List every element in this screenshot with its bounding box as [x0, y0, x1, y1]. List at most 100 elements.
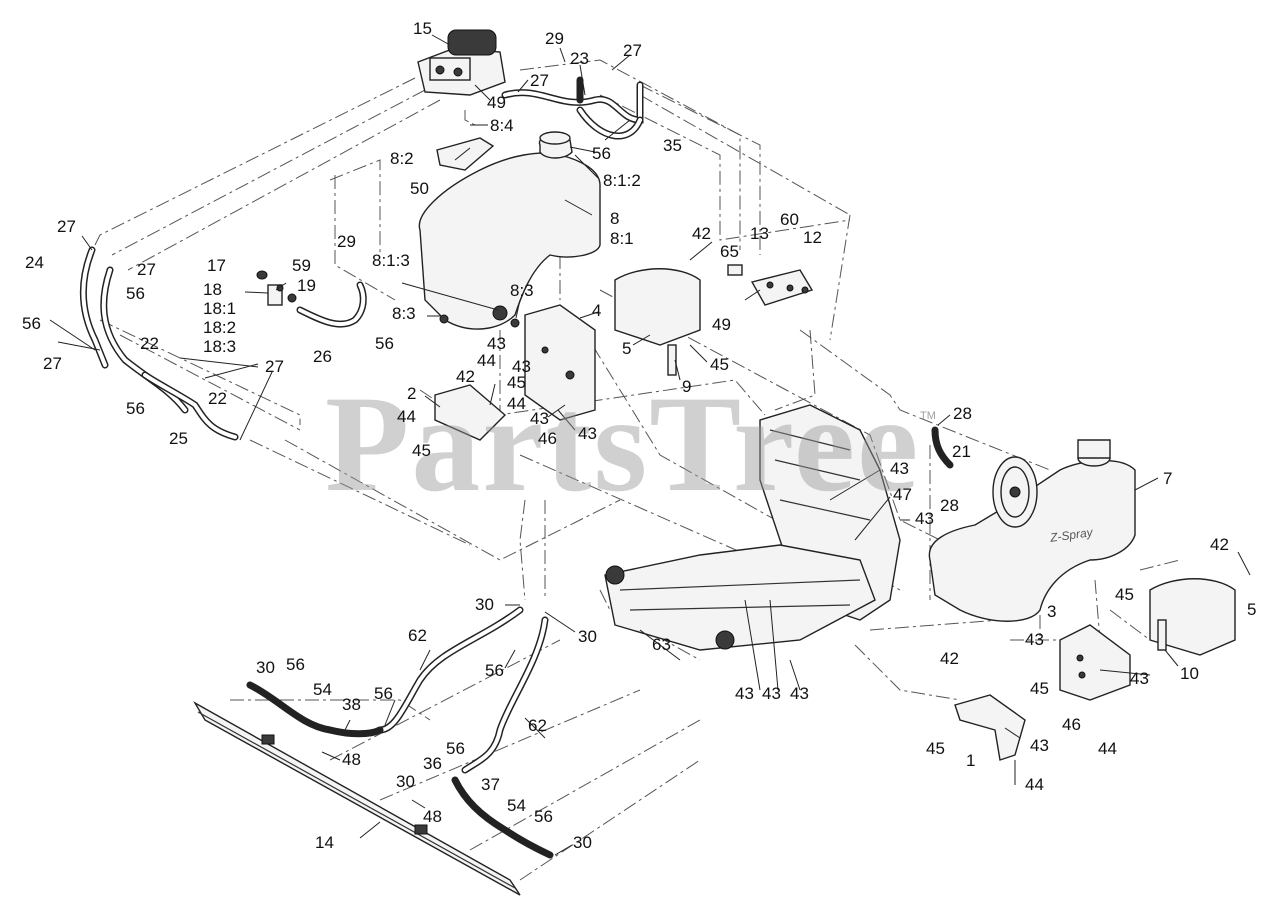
- callout-35[interactable]: 35: [663, 136, 682, 155]
- callout-65[interactable]: 65: [720, 242, 739, 261]
- callout-30[interactable]: 30: [475, 595, 494, 614]
- callout-42[interactable]: 42: [456, 367, 475, 386]
- callout-49[interactable]: 49: [712, 315, 731, 334]
- callout-42[interactable]: 42: [692, 224, 711, 243]
- callout-56[interactable]: 56: [375, 334, 394, 353]
- callout-9[interactable]: 9: [682, 377, 692, 396]
- callout-50[interactable]: 50: [410, 179, 429, 198]
- callout-43[interactable]: 43: [735, 684, 754, 703]
- callout-56[interactable]: 56: [286, 655, 305, 674]
- callout-27[interactable]: 27: [137, 260, 156, 279]
- callout-44[interactable]: 44: [1025, 775, 1044, 794]
- callout-43[interactable]: 43: [512, 357, 531, 376]
- callout-10[interactable]: 10: [1180, 664, 1199, 683]
- callout-14[interactable]: 14: [315, 833, 334, 852]
- callout-56[interactable]: 56: [534, 807, 553, 826]
- callout-13[interactable]: 13: [750, 224, 769, 243]
- callout-62[interactable]: 62: [408, 626, 427, 645]
- callout-44[interactable]: 44: [1098, 739, 1117, 758]
- callout-43[interactable]: 43: [578, 424, 597, 443]
- callout-8-2[interactable]: 8:2: [390, 149, 414, 168]
- callout-43[interactable]: 43: [487, 334, 506, 353]
- callout-42[interactable]: 42: [940, 649, 959, 668]
- callout-26[interactable]: 26: [313, 347, 332, 366]
- callout-25[interactable]: 25: [169, 429, 188, 448]
- callout-56[interactable]: 56: [126, 284, 145, 303]
- callout-62[interactable]: 62: [528, 716, 547, 735]
- callout-18-2[interactable]: 18:2: [203, 318, 237, 337]
- callout-18[interactable]: 18: [203, 280, 222, 299]
- callout-17[interactable]: 17: [207, 256, 226, 275]
- callout-8-3[interactable]: 8:3: [510, 281, 534, 300]
- callout-19[interactable]: 19: [297, 276, 316, 295]
- callout-45[interactable]: 45: [710, 355, 729, 374]
- callout-8-1-2[interactable]: 8:1:2: [603, 171, 641, 190]
- callout-48[interactable]: 48: [423, 807, 442, 826]
- callout-43[interactable]: 43: [762, 684, 781, 703]
- callout-24[interactable]: 24: [25, 253, 44, 272]
- callout-48[interactable]: 48: [342, 750, 361, 769]
- callout-8-3[interactable]: 8:3: [392, 304, 416, 323]
- callout-60[interactable]: 60: [780, 210, 799, 229]
- callout-28[interactable]: 28: [953, 404, 972, 423]
- callout-54[interactable]: 54: [507, 796, 526, 815]
- callout-45[interactable]: 45: [507, 373, 526, 392]
- callout-28[interactable]: 28: [940, 496, 959, 515]
- callout-1[interactable]: 1: [966, 751, 976, 770]
- callout-56[interactable]: 56: [22, 314, 41, 333]
- callout-42[interactable]: 42: [1210, 535, 1229, 554]
- callout-63[interactable]: 63: [652, 635, 671, 654]
- callout-8-4[interactable]: 8:4: [490, 116, 514, 135]
- callout-43[interactable]: 43: [1025, 630, 1044, 649]
- callout-49[interactable]: 49: [487, 93, 506, 112]
- callout-45[interactable]: 45: [412, 441, 431, 460]
- callout-59[interactable]: 59: [292, 256, 311, 275]
- callout-56[interactable]: 56: [374, 684, 393, 703]
- callout-30[interactable]: 30: [256, 658, 275, 677]
- callout-22[interactable]: 22: [208, 389, 227, 408]
- callout-37[interactable]: 37: [481, 775, 500, 794]
- callout-18-1[interactable]: 18:1: [203, 299, 237, 318]
- callout-54[interactable]: 54: [313, 680, 332, 699]
- callout-56[interactable]: 56: [446, 739, 465, 758]
- callout-27[interactable]: 27: [265, 357, 284, 376]
- callout-44[interactable]: 44: [477, 351, 496, 370]
- callout-15[interactable]: 15: [413, 19, 432, 38]
- callout-27[interactable]: 27: [530, 71, 549, 90]
- callout-2[interactable]: 2: [407, 384, 417, 403]
- callout-12[interactable]: 12: [803, 228, 822, 247]
- callout-29[interactable]: 29: [337, 232, 356, 251]
- callout-22[interactable]: 22: [140, 334, 159, 353]
- callout-3[interactable]: 3: [1047, 602, 1057, 621]
- callout-8-1-3[interactable]: 8:1:3: [372, 251, 410, 270]
- callout-43[interactable]: 43: [1130, 669, 1149, 688]
- callout-23[interactable]: 23: [570, 49, 589, 68]
- callout-8-1[interactable]: 8:1: [610, 229, 634, 248]
- callout-43[interactable]: 43: [790, 684, 809, 703]
- callout-29[interactable]: 29: [545, 29, 564, 48]
- callout-27[interactable]: 27: [623, 41, 642, 60]
- callout-43[interactable]: 43: [915, 509, 934, 528]
- callout-45[interactable]: 45: [1030, 679, 1049, 698]
- callout-36[interactable]: 36: [423, 754, 442, 773]
- callout-46[interactable]: 46: [1062, 715, 1081, 734]
- callout-5[interactable]: 5: [622, 339, 632, 358]
- callout-43[interactable]: 43: [890, 459, 909, 478]
- callout-7[interactable]: 7: [1163, 469, 1173, 488]
- callout-5[interactable]: 5: [1247, 600, 1257, 619]
- callout-43[interactable]: 43: [1030, 736, 1049, 755]
- callout-30[interactable]: 30: [396, 772, 415, 791]
- callout-43[interactable]: 43: [530, 409, 549, 428]
- callout-30[interactable]: 30: [573, 833, 592, 852]
- callout-47[interactable]: 47: [893, 485, 912, 504]
- callout-56[interactable]: 56: [126, 399, 145, 418]
- callout-21[interactable]: 21: [952, 442, 971, 461]
- callout-44[interactable]: 44: [507, 394, 526, 413]
- callout-46[interactable]: 46: [538, 429, 557, 448]
- callout-56[interactable]: 56: [485, 661, 504, 680]
- callout-4[interactable]: 4: [592, 301, 602, 320]
- callout-44[interactable]: 44: [397, 407, 416, 426]
- callout-27[interactable]: 27: [57, 217, 76, 236]
- callout-56[interactable]: 56: [592, 144, 611, 163]
- callout-27[interactable]: 27: [43, 354, 62, 373]
